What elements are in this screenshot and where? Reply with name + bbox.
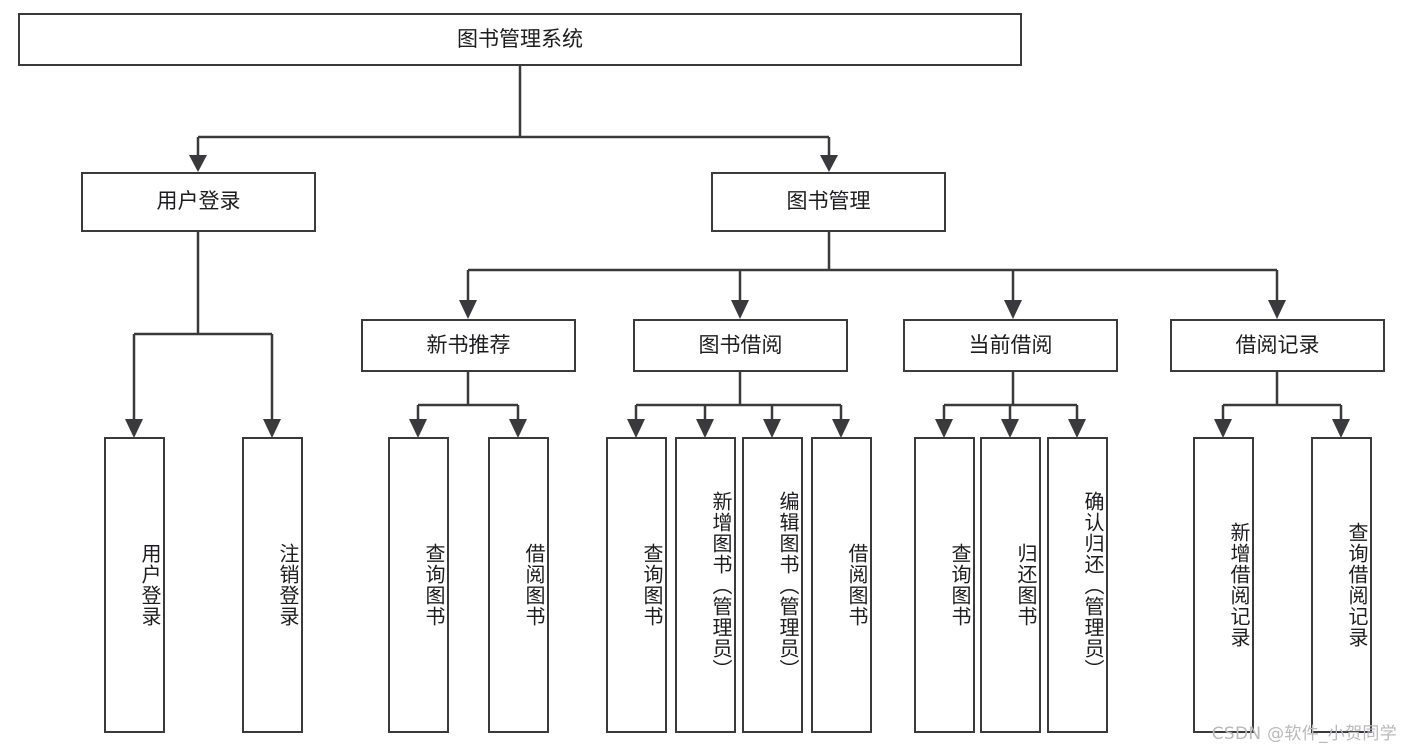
node-new-book-recommendation-label: 新书推荐 xyxy=(426,332,511,357)
leaf-book-borrow-1[interactable]: 新增图书（管理员） xyxy=(675,437,736,733)
leaf-new-book-rec-1[interactable]: 借阅图书 xyxy=(488,437,549,733)
arrow-userlogin-l1 xyxy=(125,419,143,438)
arrow-bm-c2 xyxy=(731,300,749,319)
leaf-current-borrow-1[interactable]: 归还图书 xyxy=(980,437,1041,733)
arrow-root-to-book-manage xyxy=(820,155,838,172)
arrow-bookborrow-l1 xyxy=(627,419,645,438)
leaf-label: 注销登录 xyxy=(276,543,300,627)
node-root-label: 图书管理系统 xyxy=(457,26,583,51)
leaf-label: 借阅图书 xyxy=(845,543,869,627)
node-current-borrow-label: 当前借阅 xyxy=(968,332,1053,357)
leaf-book-borrow-3[interactable]: 借阅图书 xyxy=(811,437,872,733)
leaf-user-login-0[interactable]: 用户登录 xyxy=(104,437,165,733)
leaf-label: 用户登录 xyxy=(138,543,162,627)
arrow-bookborrow-l3 xyxy=(763,419,781,438)
leaf-label: 查询图书 xyxy=(948,543,972,627)
node-borrow-record[interactable]: 借阅记录 xyxy=(1170,319,1385,372)
leaf-label: 归还图书 xyxy=(1014,543,1038,627)
arrow-curborrow-l2 xyxy=(1001,419,1019,438)
leaf-user-login-1[interactable]: 注销登录 xyxy=(242,437,303,733)
node-user-login[interactable]: 用户登录 xyxy=(81,172,316,232)
arrow-userlogin-l2 xyxy=(263,419,281,438)
arrow-borrowrec-l1 xyxy=(1214,419,1232,438)
arrow-curborrow-l1 xyxy=(935,419,953,438)
leaf-label: 借阅图书 xyxy=(522,543,546,627)
node-borrow-record-label: 借阅记录 xyxy=(1235,332,1320,357)
leaf-label: 查询借阅记录 xyxy=(1345,522,1369,648)
arrow-bookborrow-l4 xyxy=(832,419,850,438)
node-book-management[interactable]: 图书管理 xyxy=(711,172,946,232)
node-book-management-label: 图书管理 xyxy=(786,189,871,214)
leaf-label: 确认归还（管理员） xyxy=(1081,490,1105,680)
arrow-root-to-user-login xyxy=(189,155,207,172)
node-book-borrow-label: 图书借阅 xyxy=(698,332,783,357)
node-user-login-label: 用户登录 xyxy=(156,189,241,214)
arrow-newbook-l1 xyxy=(409,419,427,438)
node-book-borrow[interactable]: 图书借阅 xyxy=(633,319,848,372)
arrow-bookborrow-l2 xyxy=(696,419,714,438)
leaf-label: 新增图书（管理员） xyxy=(709,490,733,680)
leaf-borrow-record-1[interactable]: 查询借阅记录 xyxy=(1311,437,1372,733)
leaf-current-borrow-0[interactable]: 查询图书 xyxy=(914,437,975,733)
arrow-bm-c1 xyxy=(459,300,477,319)
arrow-bm-c4 xyxy=(1268,300,1286,319)
node-root-book-management-system[interactable]: 图书管理系统 xyxy=(18,13,1022,66)
leaf-new-book-rec-0[interactable]: 查询图书 xyxy=(388,437,449,733)
leaf-borrow-record-0[interactable]: 新增借阅记录 xyxy=(1193,437,1254,733)
leaf-book-borrow-2[interactable]: 编辑图书（管理员） xyxy=(742,437,803,733)
node-new-book-recommendation[interactable]: 新书推荐 xyxy=(361,319,576,372)
leaf-book-borrow-0[interactable]: 查询图书 xyxy=(606,437,667,733)
arrow-bm-c3 xyxy=(1004,300,1022,319)
leaf-label: 查询图书 xyxy=(640,543,664,627)
leaf-label: 查询图书 xyxy=(422,543,446,627)
leaf-label: 新增借阅记录 xyxy=(1227,522,1251,648)
arrow-borrowrec-l2 xyxy=(1332,419,1350,438)
arrow-curborrow-l3 xyxy=(1068,419,1086,438)
leaf-current-borrow-2[interactable]: 确认归还（管理员） xyxy=(1047,437,1108,733)
arrow-newbook-l2 xyxy=(509,419,527,438)
leaf-label: 编辑图书（管理员） xyxy=(776,490,800,680)
node-current-borrow[interactable]: 当前借阅 xyxy=(903,319,1118,372)
